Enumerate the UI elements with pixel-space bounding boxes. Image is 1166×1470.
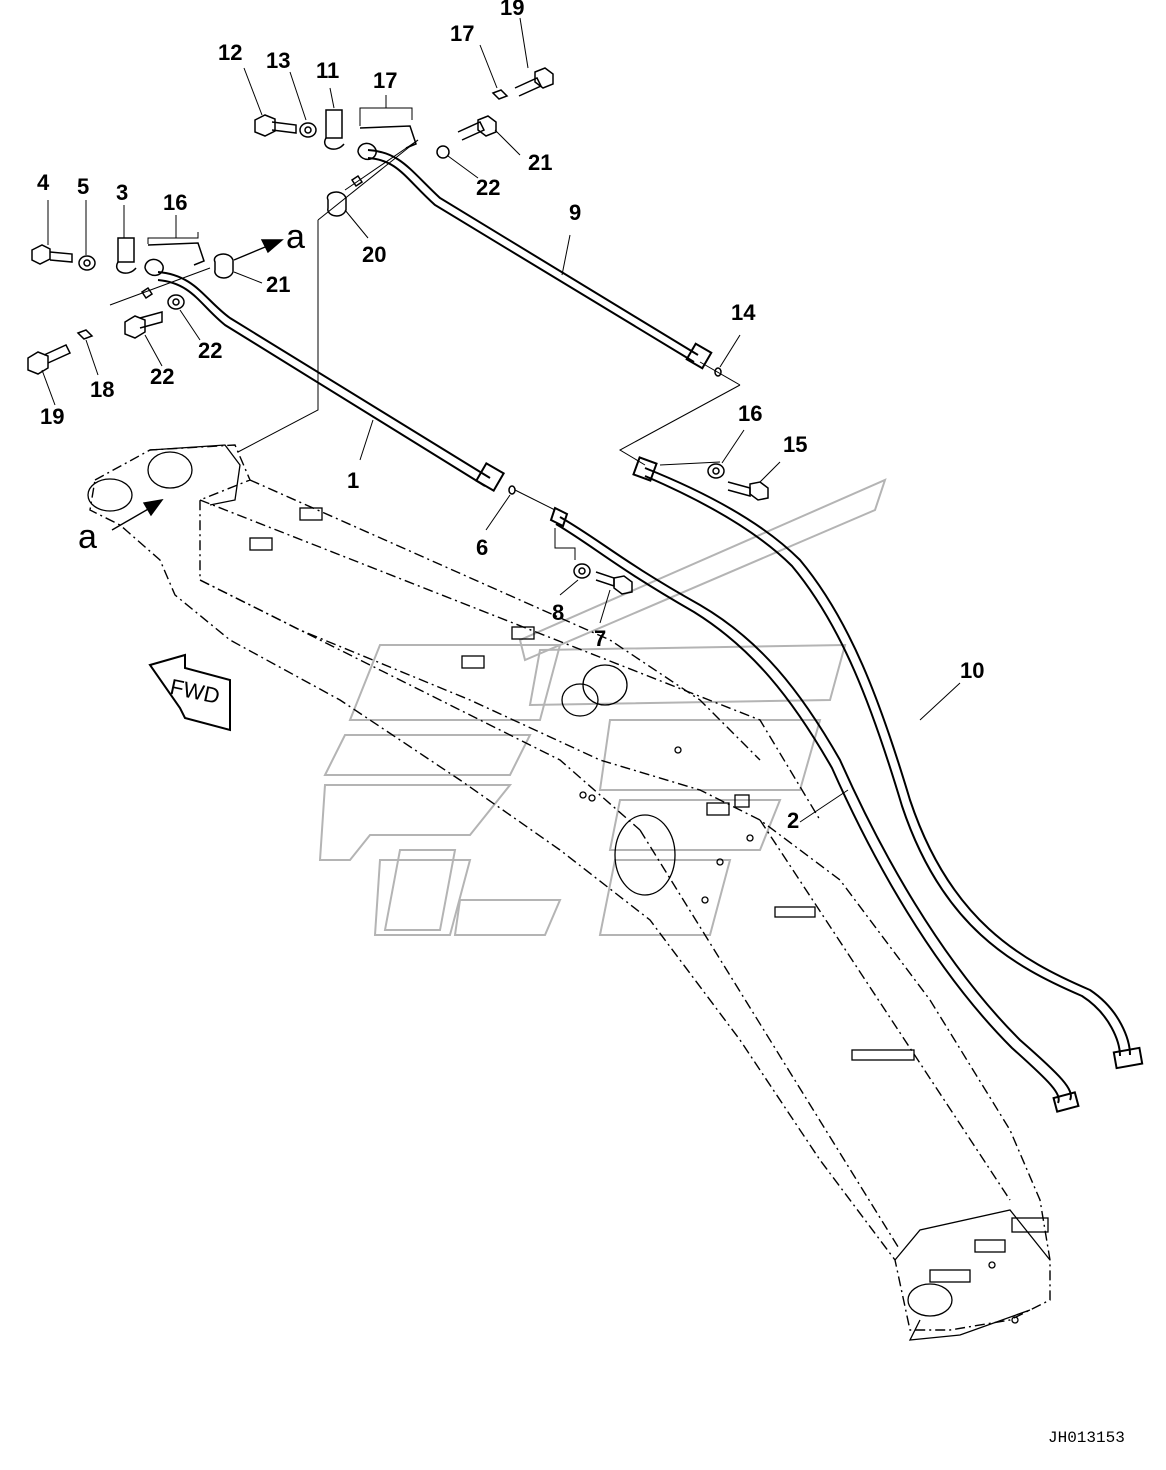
- pipe-9: [367, 149, 713, 370]
- callout-20-upper: 20: [362, 242, 386, 267]
- callout-14: 14: [731, 300, 756, 325]
- callout-22-lower: 22: [198, 338, 222, 363]
- callout-6: 6: [476, 535, 488, 560]
- pipe-10: [632, 456, 1144, 1070]
- callout-3: 3: [116, 180, 128, 205]
- callout-9: 9: [569, 200, 581, 225]
- boom-outline: [89, 444, 1051, 1331]
- callout-16: 16: [738, 401, 762, 426]
- callout-21-lower: 22: [150, 364, 174, 389]
- callout-21-upper: 21: [528, 150, 552, 175]
- callout-17-upper: 17: [373, 68, 397, 93]
- callout-8: 8: [552, 600, 564, 625]
- callout-1: 1: [347, 468, 359, 493]
- callout-5: 5: [77, 174, 89, 199]
- callout-11: 11: [316, 58, 339, 83]
- hardware: [27, 67, 769, 595]
- callout-labels: 4 5 3 16 21 22 22 18 19 12 13 11 17 17 1…: [37, 0, 984, 833]
- callout-19-upper: 19: [500, 0, 524, 20]
- detail-arrows: [111, 239, 284, 531]
- watermark-logo: [318, 478, 887, 936]
- callout-15: 15: [783, 432, 807, 457]
- pipe-2: [549, 506, 1080, 1113]
- drawing-code: JH013153: [1048, 1429, 1125, 1447]
- leader-lines: [41, 17, 961, 823]
- callout-4: 4: [37, 170, 50, 195]
- callout-18-lower: 18: [90, 377, 114, 402]
- callout-10: 10: [960, 658, 984, 683]
- detail-ref-a-lower: a: [78, 518, 97, 556]
- callout-22-upper: 22: [476, 175, 500, 200]
- callout-13: 13: [266, 48, 290, 73]
- boom-brackets: [249, 507, 1049, 1324]
- callout-12: 12: [218, 40, 242, 65]
- callout-20-lower: 21: [266, 272, 290, 297]
- callout-7: 7: [594, 626, 606, 651]
- pipe-1: [157, 271, 506, 493]
- callout-19-lower: 19: [40, 404, 64, 429]
- callout-18-upper: 17: [450, 21, 474, 46]
- callout-17-lower: 16: [163, 190, 187, 215]
- detail-ref-a-upper: a: [286, 218, 305, 256]
- callout-2: 2: [787, 808, 799, 833]
- boom-solid-edges: [87, 444, 1051, 1341]
- fwd-arrow: FWD: [148, 653, 231, 732]
